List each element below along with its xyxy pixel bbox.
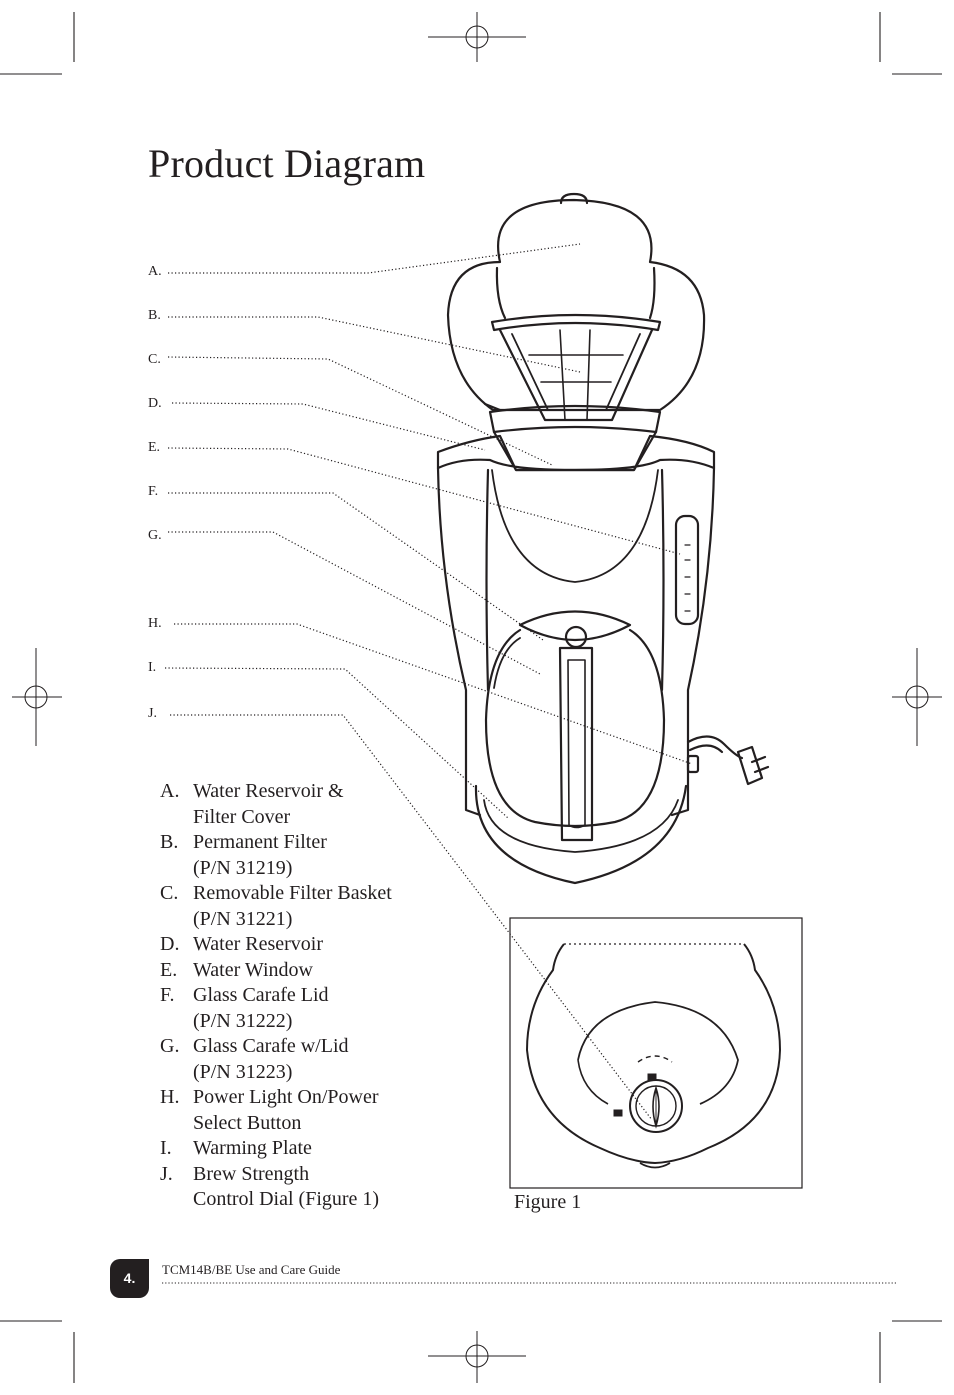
housing-body — [436, 466, 482, 817]
part-item-g: G. Glass Carafe w/Lid (P/N 31223) — [160, 1034, 460, 1085]
leader-b — [168, 316, 581, 373]
part-name: Glass Carafe w/Lid — [193, 1035, 349, 1057]
part-letter: C. — [160, 882, 179, 904]
part-name-cont: Control Dial (Figure 1) — [193, 1188, 380, 1210]
part-number: (P/N 31223) — [193, 1060, 293, 1083]
callout-label-e: E. — [148, 440, 161, 455]
inset-housing-outline — [525, 943, 782, 1165]
carafe-lid — [518, 610, 632, 642]
figure-caption: Figure 1 — [514, 1191, 582, 1213]
leader-i — [164, 667, 509, 819]
leader-d — [171, 402, 486, 451]
filter-cover — [446, 198, 706, 412]
water-window — [674, 514, 700, 626]
dial-mug-icon-strong — [647, 1073, 657, 1081]
part-letter: J. — [160, 1162, 173, 1185]
part-item-a: A. Water Reservoir & Filter Cover — [160, 779, 460, 830]
leader-e — [167, 447, 681, 555]
dial-mug-icon-mild — [613, 1109, 623, 1117]
callout-label-d: D. — [148, 396, 162, 411]
parts-list: A. Water Reservoir & Filter Cover B. Perman… — [160, 779, 460, 1213]
leader-g — [168, 531, 541, 675]
callout-label-h: H. — [148, 616, 162, 631]
page-number-badge: 4. — [110, 1259, 149, 1298]
figure-1-frame — [509, 917, 803, 1189]
filter-top-rim — [490, 313, 662, 332]
crop-marks — [0, 12, 942, 1383]
part-name: Permanent Filter — [193, 831, 327, 853]
registration-target-bottom — [428, 1331, 526, 1383]
carafe-lid-button — [564, 625, 588, 649]
lid-knob — [559, 192, 589, 205]
part-name: Removable Filter Basket — [193, 882, 392, 904]
part-name: Brew Strength — [193, 1162, 310, 1185]
leader-c — [167, 356, 553, 466]
part-number: (P/N 31222) — [193, 1009, 293, 1032]
part-letter: A. — [160, 780, 180, 802]
part-name-cont: Filter Cover — [193, 805, 291, 828]
part-number: (P/N 31221) — [193, 907, 293, 930]
callout-label-b: B. — [148, 308, 161, 323]
carafe-handle — [558, 646, 594, 842]
brew-strength-dial-inset — [509, 917, 803, 1189]
part-name: Water Window — [193, 958, 313, 981]
callout-label-a: A. — [148, 264, 162, 279]
power-cord — [686, 735, 744, 760]
footer-guide-title: TCM14B/BE Use and Care Guide — [162, 1262, 341, 1277]
power-button — [686, 754, 700, 774]
part-name: Water Reservoir & — [193, 780, 344, 802]
part-item-i: I. Warming Plate — [160, 1136, 460, 1162]
registration-target-right — [892, 648, 942, 746]
leader-h — [174, 623, 693, 765]
warming-plate-base — [474, 784, 688, 885]
power-plug — [736, 745, 764, 786]
filter-cover-rim — [495, 266, 507, 320]
leader-f — [168, 492, 544, 641]
page-title: Product Diagram — [148, 141, 426, 186]
part-letter: F. — [160, 984, 175, 1006]
leader-a — [168, 243, 581, 274]
part-letter: I. — [160, 1137, 172, 1159]
filter-basket — [488, 404, 662, 434]
callout-label-i: I. — [148, 660, 157, 675]
part-item-d: D. Water Reservoir — [160, 932, 460, 958]
permanent-filter — [498, 328, 654, 422]
part-name: Power Light On/Power — [193, 1086, 379, 1108]
part-name: Water Reservoir — [193, 933, 323, 955]
part-letter: H. — [160, 1086, 180, 1108]
part-letter: G. — [160, 1035, 180, 1057]
coffee-maker-illustration — [436, 192, 770, 885]
part-letter: B. — [160, 831, 179, 853]
callout-label-j: J. — [148, 706, 157, 721]
housing-top — [436, 434, 716, 472]
part-letter: E. — [160, 958, 178, 981]
callout-label-f: F. — [148, 484, 159, 499]
part-number: (P/N 31219) — [193, 856, 293, 879]
part-item-c: C. Removable Filter Basket (P/N 31221) — [160, 881, 460, 932]
part-name-cont: Select Button — [193, 1111, 302, 1134]
part-letter: D. — [160, 933, 180, 955]
registration-target-left — [12, 648, 62, 746]
part-item-e: E. Water Window — [160, 958, 460, 984]
callout-label-g: G. — [148, 528, 162, 543]
registration-target-top — [428, 12, 526, 62]
part-name: Warming Plate — [193, 1137, 312, 1159]
part-item-f: F. Glass Carafe Lid (P/N 31222) — [160, 983, 460, 1034]
callout-label-c: C. — [148, 352, 161, 367]
callout-leader-lines — [164, 243, 693, 1121]
part-name: Glass Carafe Lid — [193, 984, 329, 1006]
carafe-body — [484, 628, 666, 828]
inset-top-plate — [577, 1001, 739, 1105]
part-item-b: B. Permanent Filter (P/N 31219) — [160, 830, 460, 881]
